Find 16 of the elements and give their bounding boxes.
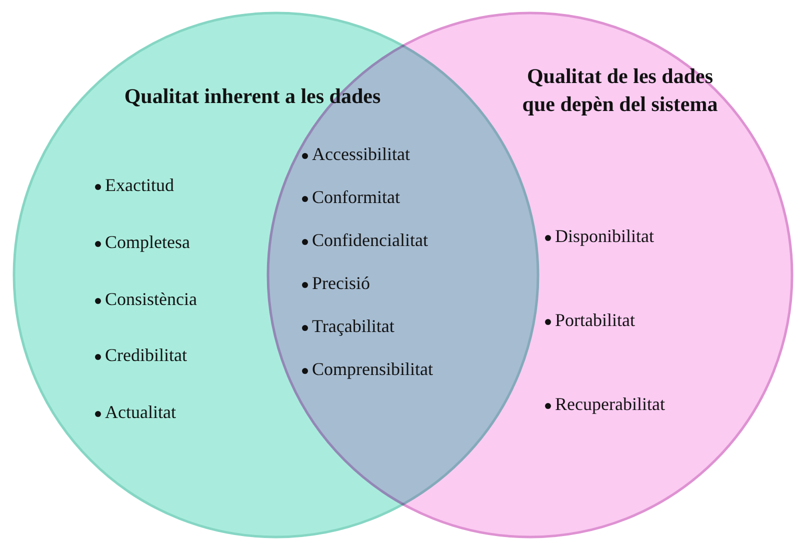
list-item: Exactitud [105, 175, 174, 195]
list-item: Confidencialitat [312, 230, 428, 250]
list-item: Portabilitat [555, 310, 635, 330]
list-item: Disponibilitat [555, 226, 654, 246]
list-item: Completesa [105, 232, 190, 252]
list-item: Actualitat [105, 402, 176, 422]
list-item: Credibilitat [105, 345, 187, 365]
list-item: Consistència [105, 289, 197, 309]
list-item: Traçabilitat [312, 316, 394, 336]
list-item: Conformitat [312, 187, 400, 207]
list-item: Comprensibilitat [312, 359, 433, 379]
list-item: Precisió [312, 273, 370, 293]
list-item: Recuperabilitat [555, 394, 665, 414]
circle-heading: Qualitat de les dades que depèn del sistema [521, 63, 719, 118]
circle-heading: Qualitat inherent a les dades [123, 83, 382, 110]
list-item: Accessibilitat [312, 144, 410, 164]
